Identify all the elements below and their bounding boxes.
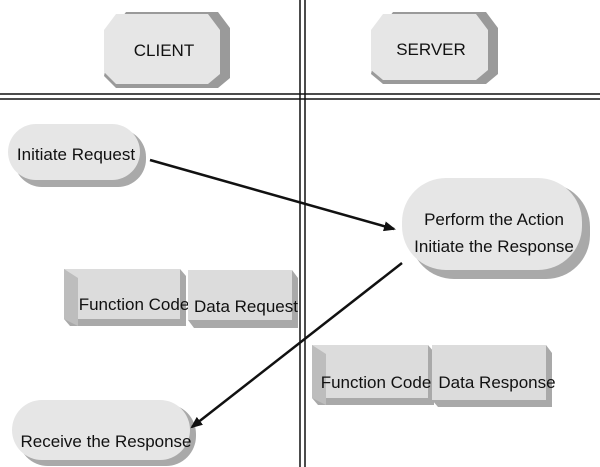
data-request-label: Data Request bbox=[194, 297, 298, 316]
request-arrow bbox=[149, 158, 396, 232]
data-request-box: Data Request bbox=[188, 270, 298, 328]
perform-action-box: Perform the Action Initiate the Response bbox=[402, 178, 590, 279]
server-function-code-box: Function Code bbox=[312, 345, 434, 405]
vertical-divider bbox=[299, 0, 306, 467]
data-response-box: Data Response bbox=[432, 345, 556, 407]
initiate-response-label: Initiate the Response bbox=[414, 237, 574, 256]
server-function-code-label: Function Code bbox=[321, 373, 432, 392]
client-function-code-box: Function Code bbox=[64, 269, 189, 326]
response-arrow bbox=[190, 262, 403, 429]
client-header: CLIENT bbox=[104, 12, 230, 88]
client-function-code-label: Function Code bbox=[79, 295, 190, 314]
horizontal-divider bbox=[0, 93, 600, 100]
receive-response-label: Receive the Response bbox=[20, 432, 191, 451]
initiate-request-label: Initiate Request bbox=[17, 145, 135, 164]
receive-response-box: Receive the Response bbox=[12, 400, 196, 466]
server-header-label: SERVER bbox=[396, 40, 466, 59]
server-header: SERVER bbox=[371, 12, 498, 84]
initiate-request-box: Initiate Request bbox=[8, 124, 146, 187]
data-response-label: Data Response bbox=[438, 373, 555, 392]
perform-action-label: Perform the Action bbox=[424, 210, 564, 229]
client-header-label: CLIENT bbox=[134, 41, 194, 60]
